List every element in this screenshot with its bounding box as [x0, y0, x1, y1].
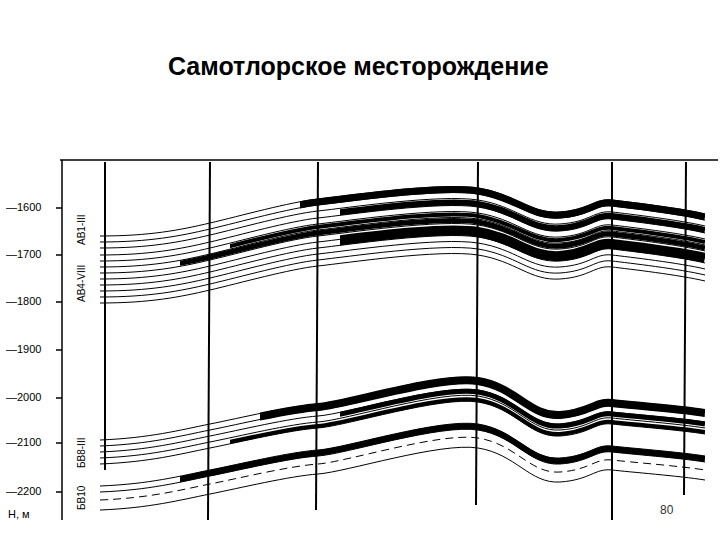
- axis-unit: Н, м: [8, 508, 30, 520]
- page-number: 80: [660, 503, 673, 517]
- depth-label: —2100: [6, 436, 41, 448]
- depth-label: —2200: [6, 485, 41, 497]
- chart-title: Самотлорское месторождение: [168, 52, 549, 81]
- formation-label: АВ4-VIII: [76, 265, 87, 302]
- formation-label: АВ1-III: [76, 214, 87, 245]
- depth-label: —1700: [6, 248, 41, 260]
- depth-label: —2000: [6, 391, 41, 403]
- depth-label: —1900: [6, 343, 41, 355]
- formation-label: БВ8-III: [76, 438, 87, 468]
- formation-label: БВ10: [76, 486, 87, 510]
- depth-label: —1600: [6, 201, 41, 213]
- depth-label: —1800: [6, 295, 41, 307]
